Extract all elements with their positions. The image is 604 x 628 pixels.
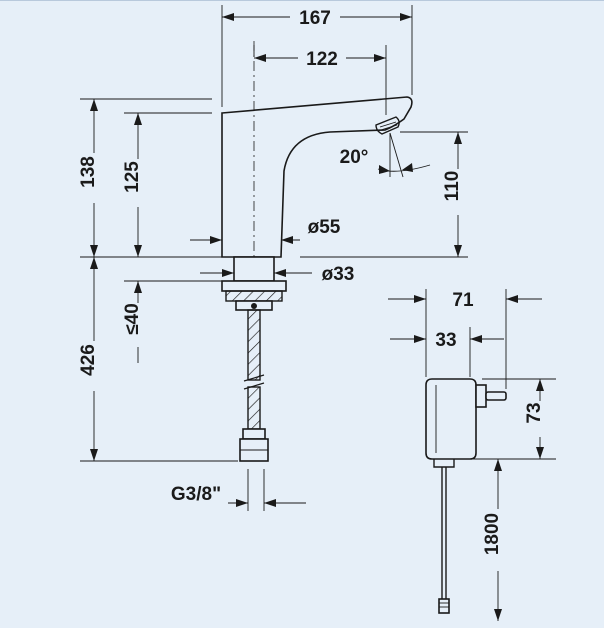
faucet-drawing	[221, 41, 413, 462]
label-adapter-height: 73	[524, 402, 545, 423]
label-adapter-width: 33	[435, 330, 456, 351]
power-adapter-drawing	[425, 378, 507, 614]
label-total-length: 167	[299, 8, 331, 29]
label-cable-length: 1800	[482, 513, 503, 555]
adapter-housing	[425, 378, 477, 460]
label-connection-thread: G3/8"	[171, 484, 221, 505]
dimension-labels: 167 122 138 125 20° 110 ø55 ø33 426 ≤40 …	[78, 8, 545, 555]
aerator-outlet	[375, 116, 400, 135]
plug-base	[475, 384, 487, 408]
plug-pin	[485, 391, 507, 401]
faucet-body	[221, 96, 413, 258]
label-body-height: 125	[122, 161, 143, 193]
mounting-nut	[225, 290, 283, 302]
hose-fitting-neck	[242, 428, 266, 440]
cable-strain-relief	[433, 459, 455, 468]
mounting-washer	[221, 280, 287, 292]
supply-hose-lower	[247, 386, 261, 430]
label-adapter-depth: 71	[452, 290, 474, 311]
label-body-diameter: ø55	[308, 217, 341, 238]
label-max-deck-thickness: ≤40	[122, 303, 143, 335]
label-below-deck-length: 426	[78, 344, 99, 376]
label-shank-diameter: ø33	[322, 264, 355, 285]
label-spout-reach: 122	[306, 49, 338, 70]
label-spout-angle: 20°	[340, 147, 369, 168]
label-total-height: 138	[78, 156, 99, 188]
label-outlet-height: 110	[442, 171, 463, 202]
shank	[233, 256, 275, 282]
supply-hose-upper	[247, 309, 261, 381]
cable-connector	[438, 598, 450, 614]
faucet-dimensions	[80, 5, 468, 511]
adapter-dimensions	[388, 289, 556, 621]
